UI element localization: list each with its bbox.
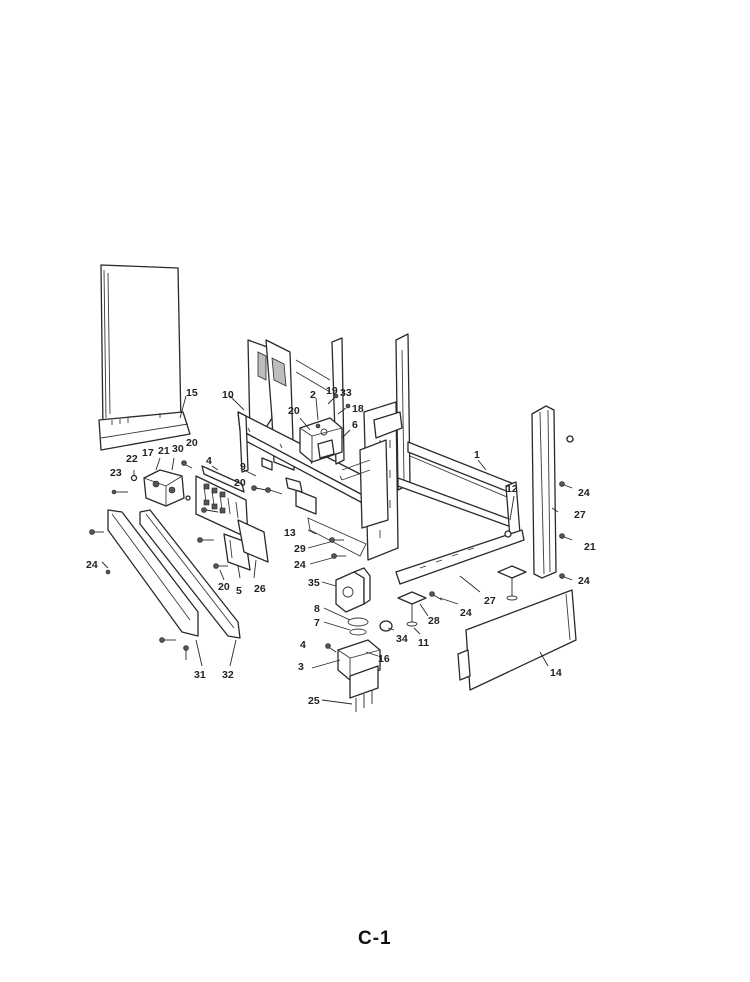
label-20-left: 20	[186, 437, 198, 449]
label-20-bottom: 20	[218, 581, 230, 593]
part-front-panel	[98, 264, 191, 451]
label-9: 9	[240, 461, 246, 473]
label-16: 16	[378, 653, 390, 665]
part-leveler-assembly	[335, 567, 393, 712]
label-1: 1	[474, 449, 480, 461]
label-31: 31	[194, 669, 206, 681]
label-24-bottom: 24	[460, 607, 472, 619]
label-3: 3	[298, 661, 304, 673]
label-27-right: 27	[574, 509, 586, 521]
label-22: 22	[126, 453, 138, 465]
fasteners	[89, 393, 575, 660]
label-13: 13	[284, 527, 296, 539]
label-35: 35	[308, 577, 320, 589]
part-vertical-side-rail	[531, 405, 557, 579]
part-number-labels: 15 10 2 19 33 18 20 6 1 12 20 4 22 17 21…	[86, 385, 596, 707]
label-26: 26	[254, 583, 266, 595]
label-18: 18	[352, 403, 364, 415]
label-24-left: 24	[86, 559, 98, 571]
label-34: 34	[396, 633, 408, 645]
label-29: 29	[294, 543, 306, 555]
label-33: 33	[340, 387, 352, 399]
label-17: 17	[142, 447, 154, 459]
label-19: 19	[326, 385, 338, 397]
label-28: 28	[428, 615, 440, 627]
label-30: 30	[172, 443, 184, 455]
label-15: 15	[186, 387, 198, 399]
label-7: 7	[314, 617, 320, 629]
label-32: 32	[222, 669, 234, 681]
part-small-brackets	[223, 519, 269, 571]
part-motor-bracket	[299, 417, 343, 463]
label-14: 14	[550, 667, 562, 679]
label-23: 23	[110, 467, 122, 479]
label-21-left: 21	[158, 445, 170, 457]
part-main-frame	[237, 333, 525, 585]
label-10: 10	[222, 389, 234, 401]
part-switch-block	[143, 469, 185, 507]
label-27-bottom: 27	[484, 595, 496, 607]
label-21-right: 21	[584, 541, 596, 553]
label-20-mid: 20	[234, 477, 246, 489]
label-12: 12	[506, 483, 518, 495]
label-2: 2	[310, 389, 316, 401]
label-4-top: 4	[206, 455, 212, 467]
leader-lines	[101, 395, 559, 705]
label-6: 6	[352, 419, 358, 431]
part-side-trim-rails	[107, 509, 241, 639]
label-20-top: 20	[288, 405, 300, 417]
part-kick-plate	[457, 589, 577, 691]
label-25: 25	[308, 695, 320, 707]
label-24-lower-right: 24	[578, 575, 590, 587]
part-leveling-feet	[397, 565, 527, 627]
page-code: C-1	[358, 928, 392, 949]
label-11: 11	[418, 637, 429, 649]
label-24-center: 24	[294, 559, 306, 571]
part-terminal-bracket	[195, 465, 249, 539]
label-5: 5	[236, 585, 242, 597]
label-24-upper-right: 24	[578, 487, 590, 499]
label-8: 8	[314, 603, 320, 615]
label-4-bottom: 4	[300, 639, 306, 651]
